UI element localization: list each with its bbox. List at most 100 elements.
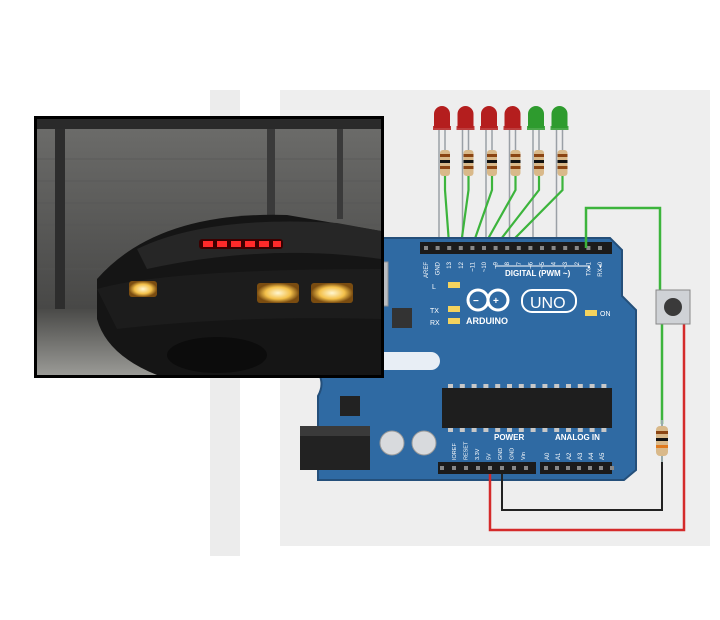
header-pin [588, 466, 592, 470]
header-pin [440, 466, 444, 470]
led-resistor [487, 150, 497, 176]
analog-pin-label: A4 [589, 452, 595, 460]
led-resistor [557, 150, 568, 176]
header-pin [447, 246, 452, 250]
power-pin-label: IOREF [452, 443, 458, 460]
brand-label: ARDUINO [466, 316, 508, 326]
header-pin [464, 466, 468, 470]
header-pin [524, 466, 528, 470]
digital-pin-label: ~3 [563, 261, 569, 269]
header-pin [598, 246, 602, 250]
analog-pin-label: A0 [545, 452, 551, 460]
header-pin [574, 246, 579, 250]
header-pin [516, 246, 521, 250]
button-signal-wire [584, 206, 662, 292]
header-pin [482, 246, 486, 250]
header-pin [555, 466, 559, 470]
reset-button [392, 308, 412, 328]
digital-pin-label: 8 [505, 261, 511, 265]
analog-pin-label: A3 [578, 452, 584, 460]
header-pin [505, 246, 510, 250]
on-label: ON [600, 311, 611, 318]
led-legs [438, 130, 564, 244]
header-pin [528, 246, 533, 250]
power-pin-label: GND [498, 448, 504, 460]
led-signal-wire [459, 176, 470, 247]
led [550, 106, 569, 130]
header-pin [424, 246, 428, 250]
digital-pin-label: 7 [517, 261, 523, 265]
digital-header-block [420, 242, 612, 254]
capacitor [411, 430, 437, 456]
power-pin-label: 3.3V [475, 448, 481, 460]
header-pin [500, 466, 504, 470]
digital-pin-label: RX◂0 [598, 261, 604, 276]
model-label: UNO [530, 295, 566, 312]
power-header-block [438, 462, 536, 474]
led [456, 106, 475, 130]
board-slot [370, 352, 440, 370]
led-resistor [440, 150, 450, 176]
resistors [440, 150, 568, 176]
tx-led-label: TX [430, 308, 439, 315]
header-pin [551, 246, 556, 250]
capacitor [379, 430, 405, 456]
led-signal-wire [494, 176, 541, 247]
led-resistor [463, 150, 474, 176]
ground-wire [501, 458, 663, 511]
digital-pin-label: ~11 [470, 261, 476, 271]
header-pin [458, 246, 463, 250]
power-pin-label: GND [510, 448, 516, 460]
led [480, 106, 498, 130]
analog-pin-labels: A0 A1 A2 A3 A4 A5 [545, 452, 606, 460]
header-pin [586, 246, 591, 250]
header-pin [610, 466, 614, 470]
power-wire [488, 322, 686, 532]
led-signal-wire [483, 176, 517, 247]
led-resistor [510, 150, 521, 176]
header-pin [566, 466, 570, 470]
digital-header-label: DIGITAL (PWM ~) [505, 269, 571, 278]
car-photo [34, 116, 384, 378]
led-signal-wire [506, 176, 564, 247]
led-signal-wire [471, 176, 494, 247]
header-pin [435, 246, 440, 250]
power-pin-label: Vin [521, 452, 527, 460]
digital-pin-label: TX▸1 [586, 261, 592, 276]
digital-pin-label: 12 [459, 261, 465, 268]
microcontroller-chip [442, 388, 612, 428]
digital-pin-label: ~10 [482, 261, 488, 272]
bottom-pins [440, 466, 614, 470]
header-pin [563, 246, 568, 250]
digital-pin-label: ~6 [528, 261, 534, 269]
analog-header-block [540, 462, 612, 474]
pushbutton [655, 289, 691, 325]
digital-pin-label: 13 [447, 261, 453, 268]
analog-pin-label: A5 [600, 452, 606, 460]
power-header-label: POWER [494, 433, 524, 442]
header-pin [488, 466, 492, 470]
button-resistor [656, 420, 668, 462]
digital-pins [424, 246, 602, 250]
digital-pin-label: 4 [552, 261, 558, 265]
led [527, 106, 545, 130]
arduino-logo: − + [466, 288, 510, 312]
digital-pin-label: AREF [424, 262, 430, 278]
header-pin [540, 246, 544, 250]
svg-text:+: + [493, 296, 499, 307]
analog-pin-label: A1 [556, 452, 562, 460]
digital-pin-label: GND [436, 261, 442, 275]
digital-pin-label: ~9 [494, 261, 500, 269]
header-pin [476, 466, 480, 470]
rx-led-label: RX [430, 320, 440, 327]
analog-header-label: ANALOG IN [555, 433, 600, 442]
voltage-regulator [340, 396, 360, 416]
power-pin-label: 5V [487, 453, 493, 460]
header-pin [470, 246, 475, 250]
analog-pin-label: A2 [567, 452, 573, 460]
leds [433, 106, 569, 130]
